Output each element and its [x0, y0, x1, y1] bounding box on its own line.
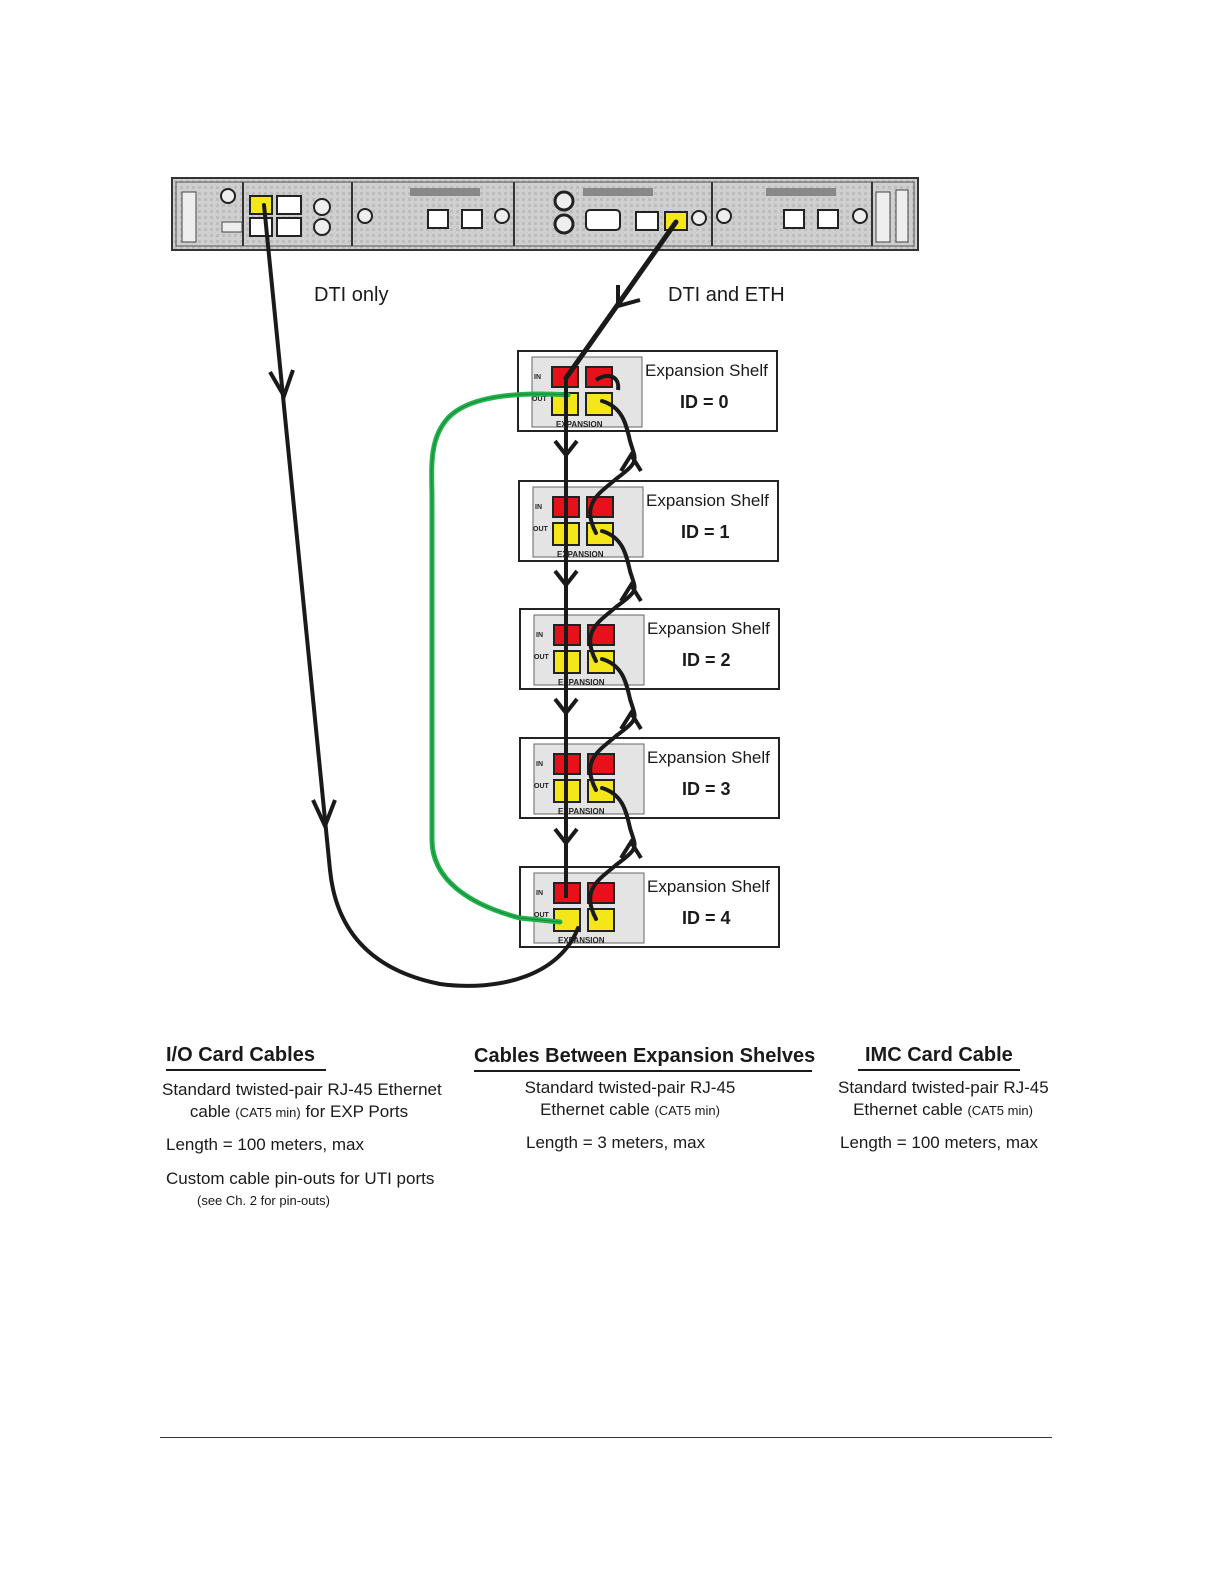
port-label-in: IN	[536, 632, 543, 639]
port-label-expansion: EXPANSION	[558, 678, 605, 687]
expansion-shelf-4: IN OUT EXPANSION Expansion Shelf ID = 4	[519, 866, 780, 948]
port-label-expansion: EXPANSION	[558, 807, 605, 816]
return-up-arrow-4	[619, 838, 643, 860]
io-line2-c: for EXP Ports	[300, 1102, 409, 1121]
between-title-rule	[474, 1070, 812, 1072]
between-line2-b: (CAT5 min)	[654, 1103, 720, 1118]
arrow-dti-only-1	[268, 369, 295, 401]
port-label-in: IN	[534, 374, 541, 381]
imc-line2: Ethernet cable (CAT5 min)	[838, 1100, 1048, 1120]
expansion-shelf-0: IN OUT EXPANSION Expansion Shelf ID = 0	[517, 350, 778, 432]
io-line2-b: (CAT5 min)	[235, 1105, 301, 1120]
io-line2: cable (CAT5 min) for EXP Ports	[162, 1102, 436, 1122]
imc-length: Length = 100 meters, max	[840, 1133, 1038, 1152]
arrow-dti-only-2	[311, 799, 337, 832]
io-custom-note: (see Ch. 2 for pin-outs)	[197, 1193, 330, 1208]
return-up-arrow-2	[619, 581, 643, 603]
port-label-out: OUT	[533, 526, 549, 533]
chassis-panel	[171, 177, 919, 251]
imc-title-rule	[858, 1069, 1020, 1071]
return-cable-top	[594, 373, 621, 391]
io-line2-a: cable	[189, 1102, 236, 1121]
between-section-title: Cables Between Expansion Shelves	[474, 1045, 816, 1067]
port-label-expansion: EXPANSION	[558, 936, 605, 945]
port-label-in: IN	[535, 504, 542, 511]
shelf-id: ID = 1	[681, 522, 730, 542]
shelf-title: Expansion Shelf	[647, 877, 770, 896]
port-label-out: OUT	[534, 912, 550, 919]
shelf-title: Expansion Shelf	[645, 361, 768, 380]
shelf-id: ID = 3	[682, 779, 731, 799]
between-length: Length = 3 meters, max	[526, 1133, 706, 1152]
imc-line2-a: Ethernet cable	[853, 1100, 968, 1119]
between-line2-a: Ethernet cable	[540, 1100, 655, 1119]
shelf-title: Expansion Shelf	[647, 619, 770, 638]
imc-section-title: IMC Card Cable	[865, 1044, 1013, 1066]
expansion-shelf-2: IN OUT EXPANSION Expansion Shelf ID = 2	[519, 608, 780, 690]
port-label-expansion: EXPANSION	[556, 420, 603, 429]
expansion-shelf-3: IN OUT EXPANSION Expansion Shelf ID = 3	[519, 737, 780, 819]
return-up-arrow-1	[619, 451, 643, 473]
port-label-expansion: EXPANSION	[557, 550, 604, 559]
footer-rule	[160, 1437, 1052, 1438]
label-dti-and-eth: DTI and ETH	[668, 284, 785, 306]
port-label-in: IN	[536, 761, 543, 768]
between-line2: Ethernet cable (CAT5 min)	[490, 1100, 770, 1120]
label-dti-only: DTI only	[314, 284, 388, 306]
chain-down-arrow-2	[553, 569, 579, 589]
dti-eth-cable	[563, 219, 679, 381]
shelf-title: Expansion Shelf	[647, 748, 770, 767]
shelf-id: ID = 0	[680, 392, 729, 412]
io-title-rule	[166, 1069, 326, 1071]
shelf-id: ID = 4	[682, 908, 731, 928]
port-label-out: OUT	[534, 783, 550, 790]
expansion-shelf-1: IN OUT EXPANSION Expansion Shelf ID = 1	[518, 480, 779, 562]
chain-down-arrow-1	[553, 439, 579, 459]
shelf-title: Expansion Shelf	[646, 491, 769, 510]
port-label-out: OUT	[532, 396, 548, 403]
imc-line2-b: (CAT5 min)	[967, 1103, 1033, 1118]
io-custom: Custom cable pin-outs for UTI ports	[166, 1169, 435, 1188]
return-up-arrow-3	[619, 709, 643, 731]
imc-line1: Standard twisted-pair RJ-45	[838, 1078, 1049, 1097]
arrow-dti-eth	[616, 285, 641, 309]
chain-down-arrow-4	[553, 827, 579, 847]
port-label-out: OUT	[534, 654, 550, 661]
dti-only-cable	[262, 203, 580, 988]
shelf-id: ID = 2	[682, 650, 731, 670]
port-label-in: IN	[536, 890, 543, 897]
io-length: Length = 100 meters, max	[166, 1135, 364, 1154]
between-line1: Standard twisted-pair RJ-45	[524, 1078, 736, 1097]
io-line1: Standard twisted-pair RJ-45 Ethernet	[162, 1080, 442, 1099]
io-section-title: I/O Card Cables	[166, 1044, 315, 1066]
chain-down-arrow-3	[553, 697, 579, 717]
